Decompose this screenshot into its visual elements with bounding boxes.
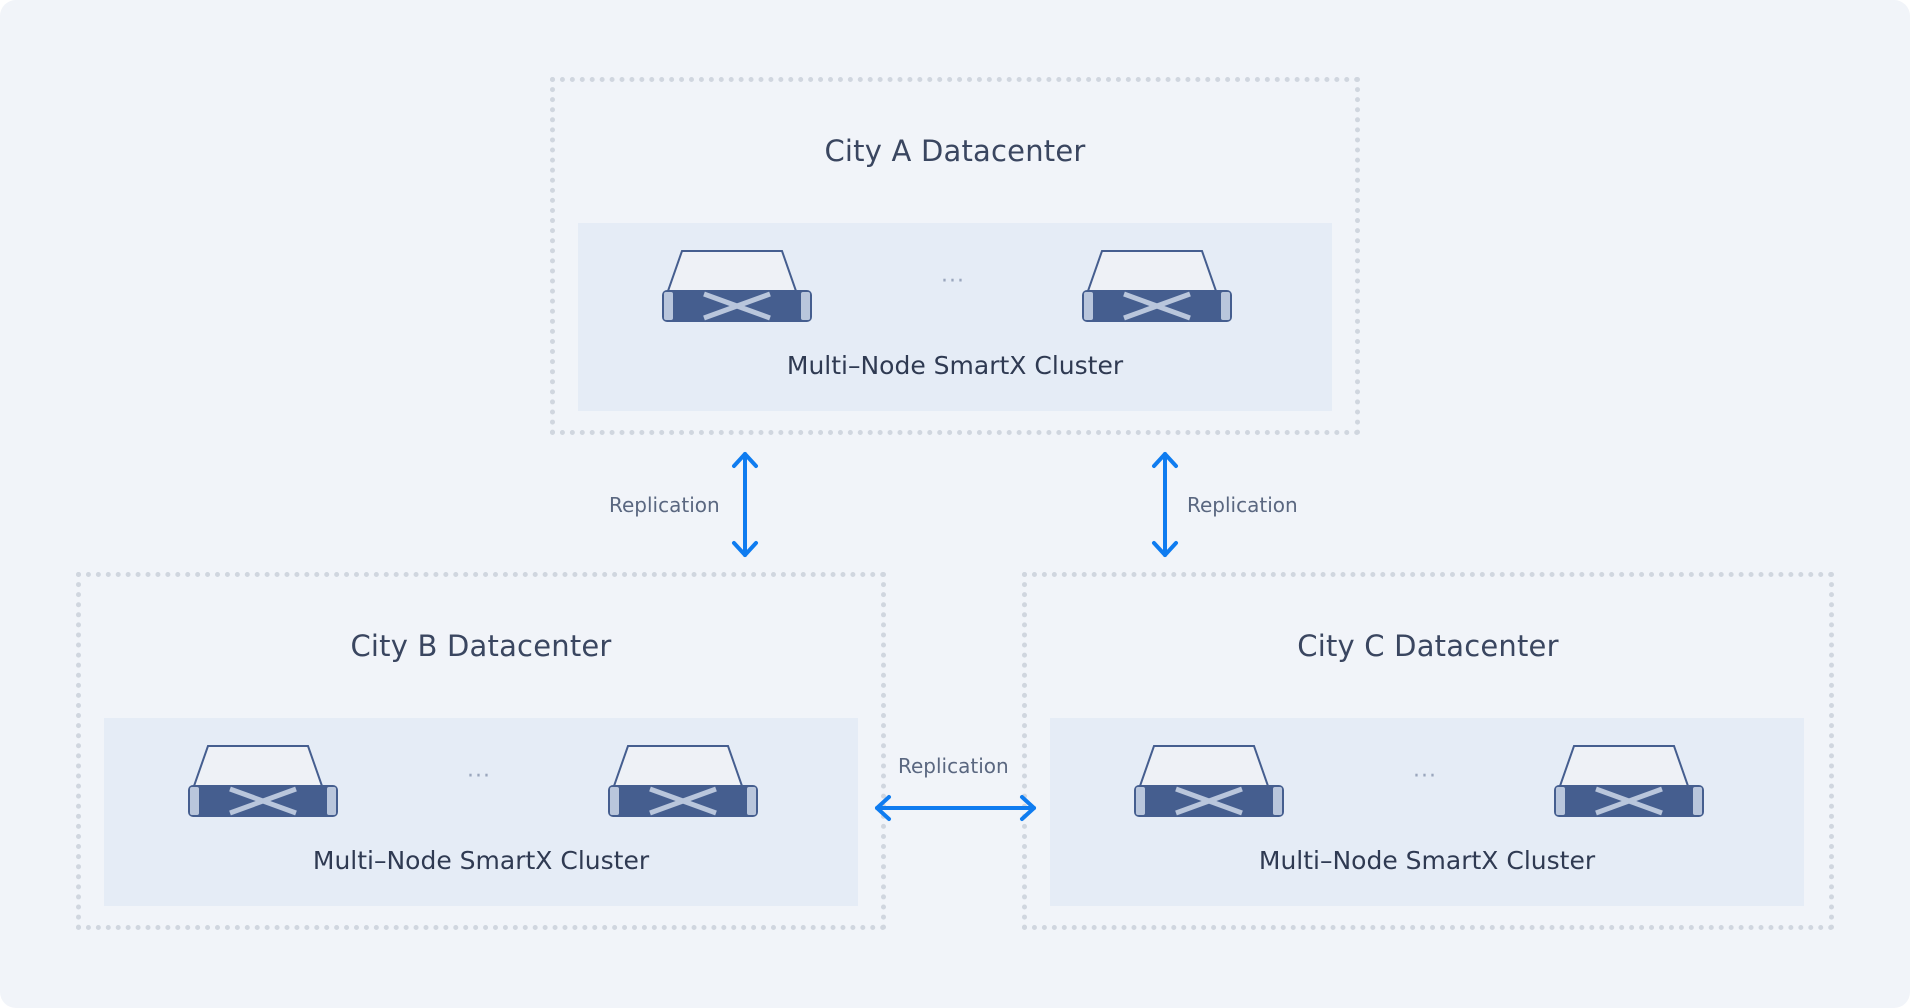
server-icon [1082,250,1232,322]
cluster-ellipsis: ··· [467,764,491,789]
cluster-ellipsis: ··· [941,269,965,294]
replication-label-b-c: Replication [898,754,1009,778]
bidirectional-arrow-icon [732,452,758,557]
cluster-a: ··· Multi–Node SmartX Cluster [578,223,1332,411]
datacenter-c: City C Datacenter ··· Multi–Node SmartX … [1022,572,1834,930]
datacenter-b-title: City B Datacenter [350,629,612,663]
server-icon [608,745,758,817]
replication-label-a-b: Replication [609,493,720,517]
bidirectional-arrow-icon [875,795,1036,821]
cluster-c: ··· Multi–Node SmartX Cluster [1050,718,1804,906]
datacenter-a: City A Datacenter ··· Multi–Node SmartX … [550,77,1360,435]
cluster-b: ··· Multi–Node SmartX Cluster [104,718,858,906]
cluster-label: Multi–Node SmartX Cluster [312,846,650,875]
server-icon [1134,745,1284,817]
server-icon [1554,745,1704,817]
server-icon [188,745,338,817]
datacenter-b: City B Datacenter ··· Multi–Node SmartX … [76,572,886,930]
cluster-label: Multi–Node SmartX Cluster [1258,846,1596,875]
cluster-label: Multi–Node SmartX Cluster [786,351,1124,380]
datacenter-a-title: City A Datacenter [824,134,1086,168]
replication-label-a-c: Replication [1187,493,1298,517]
datacenter-c-title: City C Datacenter [1297,629,1559,663]
server-icon [662,250,812,322]
cluster-ellipsis: ··· [1413,764,1437,789]
bidirectional-arrow-icon [1152,452,1178,557]
